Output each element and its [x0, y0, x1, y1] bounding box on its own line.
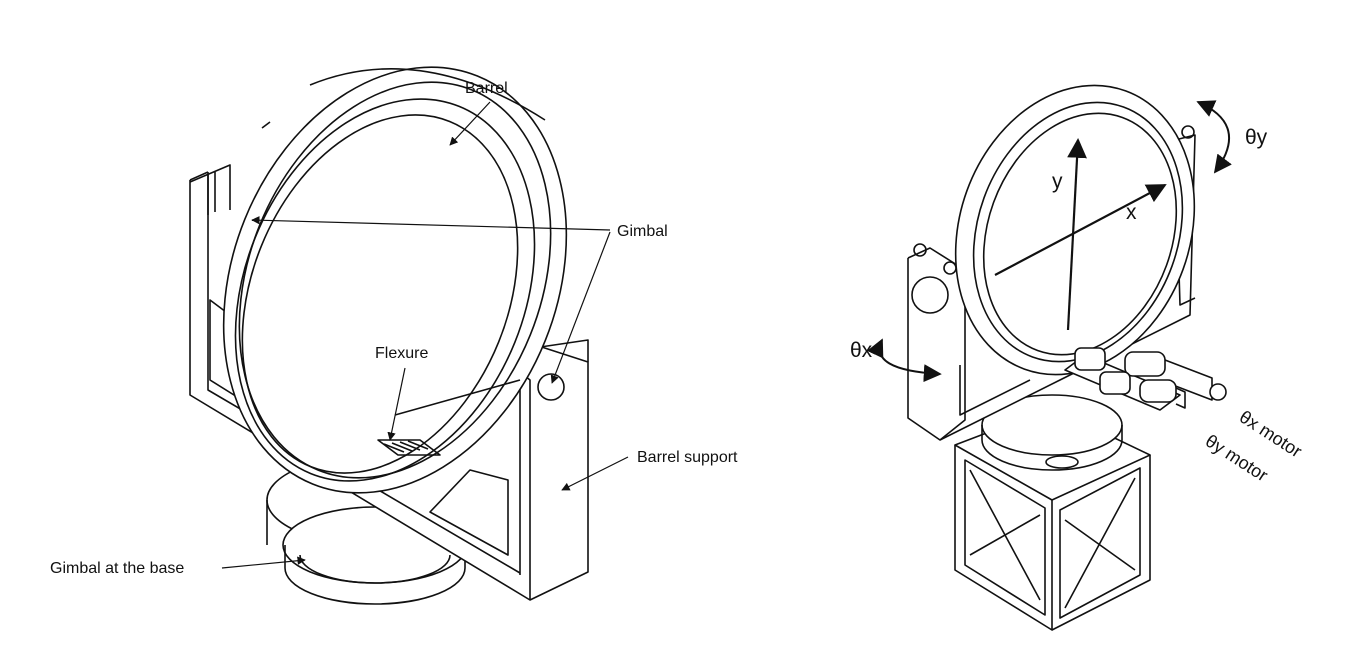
- leader-gimbal-side: [550, 231, 611, 384]
- label-barrel-support: Barrel support: [637, 449, 738, 466]
- leader-barrel: [449, 101, 491, 146]
- motor-assembly: [1064, 347, 1227, 411]
- label-axis-y: y: [1052, 170, 1063, 193]
- label-barrel: Barrel: [465, 80, 508, 97]
- theta-y-arrow: [1196, 100, 1232, 174]
- leader-gimbal-top: [251, 216, 611, 231]
- barrel-ring: [222, 66, 568, 494]
- label-gimbal-base: Gimbal at the base: [50, 560, 184, 577]
- x-axis-arrow: [994, 184, 1167, 276]
- label-gimbal: Gimbal: [617, 223, 668, 240]
- label-theta-y: θy: [1245, 126, 1268, 149]
- leader-gimbal-base: [221, 556, 306, 569]
- left-annotations: Barrel Gimbal Flexure Barrel support Gim…: [50, 80, 738, 577]
- mirror-ring: [954, 84, 1196, 376]
- rotation-indicators: θy θx: [850, 100, 1268, 383]
- label-axis-x: x: [1126, 201, 1137, 224]
- left-assembly-drawing: [189, 66, 589, 605]
- label-theta-x: θx: [850, 339, 873, 362]
- rotary-base: [981, 394, 1123, 471]
- motor-labels: θx motor θy motor: [1202, 407, 1306, 486]
- flexure-detail: [377, 379, 521, 456]
- y-axis-arrow: [1066, 138, 1087, 331]
- right-assembly-drawing: [907, 84, 1227, 631]
- leader-flexure: [387, 367, 406, 441]
- theta-x-arrow: [867, 338, 942, 383]
- label-flexure: Flexure: [375, 345, 428, 362]
- mirror-axes: y x: [994, 138, 1167, 331]
- leader-barrel-support: [561, 456, 629, 491]
